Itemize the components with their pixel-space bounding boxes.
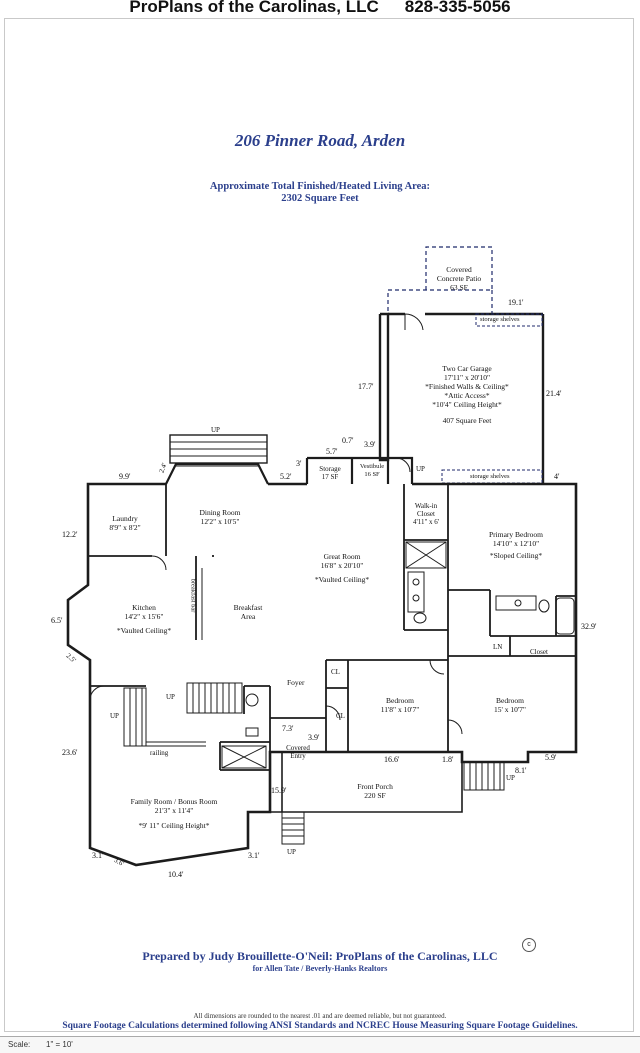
dim-3-9-top: 3.9' — [364, 440, 376, 449]
primary-bedroom-label: Primary Bedroom 14'10" x 12'10" *Sloped … — [489, 530, 543, 560]
dim-3-9-bottom: 3.9' — [308, 733, 320, 742]
family-room-label: Family Room / Bonus Room 21'3" x 11'4" *… — [130, 797, 218, 830]
dim-0-7: 0.7' — [342, 436, 354, 445]
up-label-dining-stairs: UP — [211, 426, 220, 434]
up-label-family: UP — [110, 712, 119, 720]
dim-23-6: 23.6' — [62, 748, 78, 757]
dim-10-4: 10.4' — [168, 870, 184, 879]
up-label-right-stairs: UP — [506, 774, 515, 782]
up-label-front-porch: UP — [287, 848, 296, 856]
laundry-label: Laundry 8'9" x 8'2" — [109, 514, 141, 532]
closet-label-2: CL — [336, 712, 345, 720]
interior-walls — [88, 484, 576, 771]
up-label-vestibule: UP — [416, 465, 425, 473]
great-room-label: Great Room 16'8" x 20'10" *Vaulted Ceili… — [314, 552, 370, 584]
vestibule-label: Vestibule 16 SF — [359, 463, 385, 478]
prepared-for: for Allen Tate / Beverly-Hanks Realtors — [252, 964, 388, 973]
breakfast-bar-label: breakfast bar — [189, 578, 197, 613]
front-porch-label: Front Porch 220 SF — [357, 782, 393, 800]
dim-8-1: 8.1' — [515, 766, 527, 775]
covered-entry-label: Covered Entry — [286, 744, 310, 760]
dim-17-7: 17.7' — [358, 382, 374, 391]
dim-5-2: 5.2' — [280, 472, 292, 481]
scale-value: 1" = 10' — [46, 1040, 73, 1049]
dining-label: Dining Room 12'2" x 10'5" — [199, 508, 241, 526]
door-swings — [89, 555, 463, 735]
main-walls — [66, 482, 578, 867]
sqft-guidelines-note: Square Footage Calculations determined f… — [62, 1021, 578, 1031]
garage-storage-shelves-top — [475, 313, 543, 327]
bedroom-2-label: Bedroom 15' x 10'7" — [493, 696, 526, 714]
railing-label: railing — [150, 749, 169, 757]
dim-3-top: 3' — [296, 459, 302, 468]
storage-shelves-top-label: storage shelves — [480, 316, 520, 323]
dim-5-9: 5.9' — [545, 753, 557, 762]
dim-16-6: 16.6' — [384, 755, 400, 764]
dim-12-2: 12.2' — [62, 530, 78, 539]
living-area-title: Approximate Total Finished/Heated Living… — [209, 181, 431, 192]
stairs-rear — [186, 682, 243, 714]
dim-32-9: 32.9' — [581, 622, 597, 631]
storage-vestibule-walls — [305, 456, 414, 484]
property-address: 206 Pinner Road, Arden — [234, 131, 406, 150]
patio-label: Covered Concrete Patio 63 SF — [436, 265, 482, 292]
closet-label-1: CL — [331, 668, 340, 676]
stairs-family — [123, 687, 206, 747]
header: ProPlans of the Carolinas, LLC 828-335-50… — [0, 0, 640, 17]
copyright-mark: c — [522, 938, 536, 952]
dim-4: 4' — [554, 472, 560, 481]
dim-1-8: 1.8' — [442, 755, 454, 764]
dim-21-4: 21.4' — [546, 389, 562, 398]
dining-bay — [165, 434, 269, 485]
dim-7-3: 7.3' — [282, 724, 294, 733]
vestibule-door-swing — [395, 457, 411, 473]
dim-15-9: 15.9' — [271, 786, 287, 795]
breakfast-area-label: Breakfast Area — [233, 603, 263, 621]
bedroom-1-label: Bedroom 11'8" x 10'7" — [380, 696, 420, 714]
bath-fixtures — [221, 541, 575, 769]
walkin-closet-label: Walk-in Closet 4'11" x 6' — [412, 502, 440, 526]
stairs-right — [463, 761, 505, 791]
front-porch-outline — [270, 752, 463, 813]
page-frame — [4, 18, 634, 1032]
company-name: ProPlans of the Carolinas, LLC — [129, 0, 379, 16]
up-label-rear-stairs: UP — [166, 693, 175, 701]
dim-3-1-right: 3.1' — [248, 851, 260, 860]
dim-2-4: 2.4' — [157, 461, 169, 475]
prepared-by: Prepared by Judy Brouillette-O'Neil: Pro… — [142, 949, 498, 963]
storage-shelves-bottom-label: storage shelves — [470, 473, 510, 480]
dim-3-1-left: 3.1' — [92, 851, 104, 860]
storage-label: Storage 17 SF — [319, 465, 341, 481]
dim-6-5: 6.5' — [51, 616, 63, 625]
living-area-value: 2302 Square Feet — [281, 193, 359, 204]
garage-label: Two Car Garage 17'11" x 20'10" *Finished… — [425, 364, 509, 425]
scale-label: Scale: — [8, 1040, 31, 1049]
foyer-label: Foyer — [287, 678, 305, 687]
dim-2-5: 2.5' — [64, 651, 78, 665]
disclaimer: All dimensions are rounded to the neares… — [193, 1012, 447, 1020]
company-phone: 828-335-5056 — [404, 0, 511, 16]
garage-door-swing — [404, 313, 424, 331]
closet-label-primary: Closet — [530, 648, 548, 656]
dim-19-1: 19.1' — [508, 298, 524, 307]
patio-outline — [387, 246, 493, 316]
scale-bar: Scale: 1" = 10' — [0, 1036, 640, 1053]
dim-3-6: 3.6' — [112, 856, 126, 868]
linen-label: LN — [493, 643, 503, 651]
dim-9-9: 9.9' — [119, 472, 131, 481]
dim-5-7: 5.7' — [326, 447, 338, 456]
kitchen-label: Kitchen 14'2" x 15'6" *Vaulted Ceiling* — [116, 603, 172, 635]
